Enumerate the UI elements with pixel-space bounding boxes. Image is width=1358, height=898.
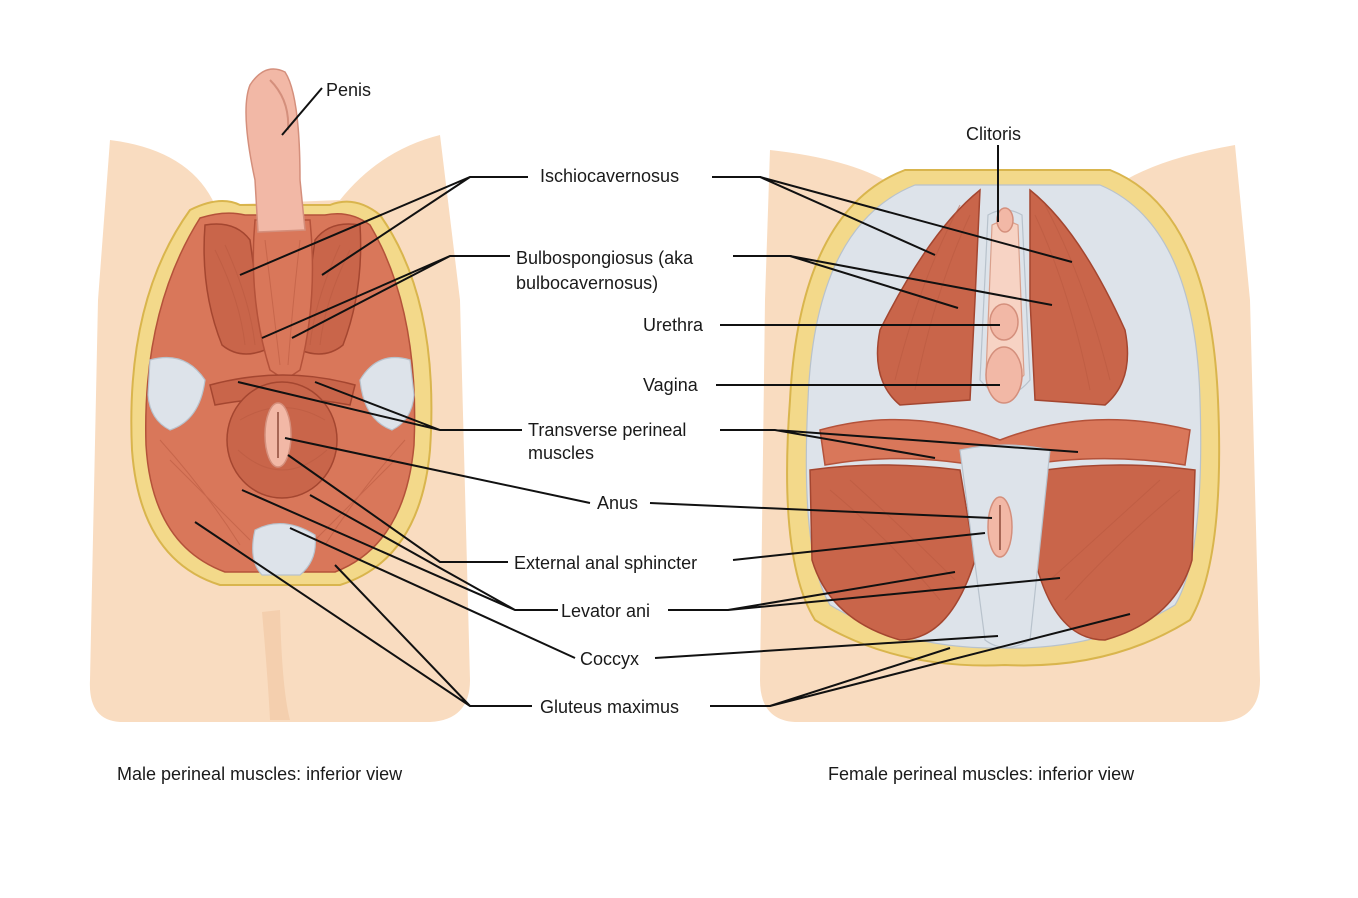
female-clitoris [996,207,1014,233]
female-urethra [989,303,1019,341]
labels: Penis Clitoris Ischiocavernosus Bulbospo… [326,80,1021,717]
caption-female: Female perineal muscles: inferior view [828,764,1135,784]
captions: Male perineal muscles: inferior view Fem… [117,764,1135,784]
label-anus: Anus [597,493,638,513]
leader-lines [194,87,1131,707]
label-transverse-line1: Transverse perineal [528,420,686,440]
female-illustration [760,145,1260,722]
label-vagina: Vagina [643,375,699,395]
label-coccyx: Coccyx [580,649,639,669]
label-ischiocavernosus: Ischiocavernosus [540,166,679,186]
label-gluteus-maximus: Gluteus maximus [540,697,679,717]
female-vagina [985,346,1023,404]
label-clitoris: Clitoris [966,124,1021,144]
label-external-anal-sphincter: External anal sphincter [514,553,697,573]
label-transverse-line2: muscles [528,443,594,463]
caption-male: Male perineal muscles: inferior view [117,764,403,784]
label-bulbospongiosus-line2: bulbocavernosus) [516,273,658,293]
label-bulbospongiosus-line1: Bulbospongiosus (aka [516,248,694,268]
label-urethra: Urethra [643,315,704,335]
male-illustration [89,68,470,722]
male-coccyx-region [252,522,317,576]
label-levator-ani: Levator ani [561,601,650,621]
male-penis [245,68,306,233]
label-penis: Penis [326,80,371,100]
